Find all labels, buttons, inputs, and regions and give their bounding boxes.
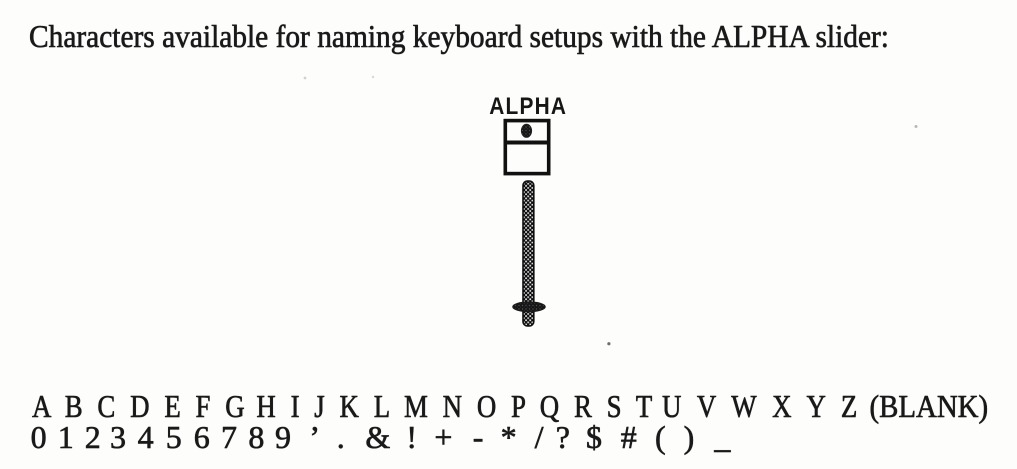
svg-text:ALPHA: ALPHA <box>489 93 567 120</box>
